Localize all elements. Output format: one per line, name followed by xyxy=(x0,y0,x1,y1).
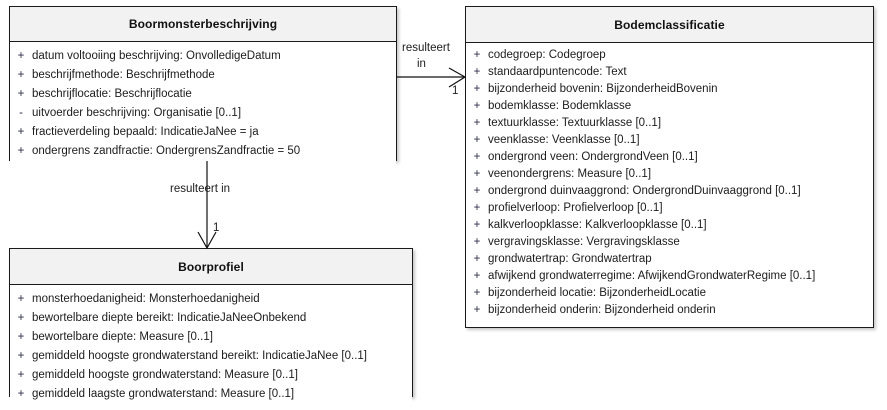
attribute-text: fractieverdeling bepaald: IndicatieJaNee… xyxy=(32,126,259,138)
attribute-row: + datum voltooiing beschrijving: Onvolle… xyxy=(10,47,396,66)
association-multiplicity-right: 1 xyxy=(452,85,459,97)
visibility-marker: + xyxy=(473,287,481,299)
visibility-marker: + xyxy=(473,304,481,316)
attribute-row: + kalkverloopklasse: Kalkverloopklasse [… xyxy=(466,217,873,234)
visibility-marker: + xyxy=(17,350,25,362)
attribute-row: + gemiddeld hoogste grondwaterstand: Mea… xyxy=(10,366,412,385)
attribute-text: bijzonderheid bovenin: BijzonderheidBove… xyxy=(488,83,718,95)
attribute-text: gemiddeld hoogste grondwaterstand bereik… xyxy=(32,350,367,362)
attribute-text: beschrijfmethode: Beschrijfmethode xyxy=(32,69,215,81)
attribute-row: + grondwatertrap: Grondwatertrap xyxy=(466,251,873,268)
visibility-marker: + xyxy=(17,331,25,343)
attribute-row: - uitvoerder beschrijving: Organisatie [… xyxy=(10,104,396,123)
class-title-boormonsterbeschrijving: Boormonsterbeschrijving xyxy=(10,7,396,42)
attribute-text: monsterhoedanigheid: Monsterhoedanigheid xyxy=(32,293,260,305)
class-title-boorprofiel: Boorprofiel xyxy=(10,249,412,285)
attribute-text: datum voltooiing beschrijving: Onvolledi… xyxy=(32,50,281,62)
visibility-marker: + xyxy=(17,388,25,400)
visibility-marker: + xyxy=(17,69,25,81)
class-box-bodemclassificatie[interactable]: Bodemclassificatie + codegroep: Codegroe… xyxy=(465,6,874,328)
visibility-marker: + xyxy=(17,293,25,305)
class-attributes-bodemclassificatie: + codegroep: Codegroep + standaardpunten… xyxy=(466,43,873,325)
visibility-marker: + xyxy=(473,83,481,95)
attribute-text: bodemklasse: Bodemklasse xyxy=(488,100,632,112)
attribute-text: veenklasse: Veenklasse [0..1] xyxy=(488,134,640,146)
visibility-marker: + xyxy=(473,185,481,197)
attribute-text: uitvoerder beschrijving: Organisatie [0.… xyxy=(32,107,242,119)
attribute-row: + profielverloop: Profielverloop [0..1] xyxy=(466,200,873,217)
attribute-text: vergravingsklasse: Vergravingsklasse xyxy=(488,236,680,248)
visibility-marker: + xyxy=(473,236,481,248)
attribute-text: ondergrond veen: OndergrondVeen [0..1] xyxy=(488,151,698,163)
attribute-row: + bodemklasse: Bodemklasse xyxy=(466,98,873,115)
visibility-marker: + xyxy=(473,219,481,231)
attribute-text: profielverloop: Profielverloop [0..1] xyxy=(488,202,663,214)
association-label-down: resulteert in xyxy=(170,183,231,195)
class-box-boorprofiel[interactable]: Boorprofiel + monsterhoedanigheid: Monst… xyxy=(9,248,413,410)
association-label-right-line1: resulteert xyxy=(402,42,450,54)
attribute-row: + vergravingsklasse: Vergravingsklasse xyxy=(466,234,873,251)
visibility-marker: + xyxy=(17,145,25,157)
attribute-row: + afwijkend grondwaterregime: AfwijkendG… xyxy=(466,268,873,285)
attribute-row: + gemiddeld hoogste grondwaterstand bere… xyxy=(10,347,412,366)
association-label-right-line2: in xyxy=(417,58,426,70)
attribute-text: veenondergrens: Measure [0..1] xyxy=(488,168,652,180)
attribute-text: kalkverloopklasse: Kalkverloopklasse [0.… xyxy=(488,219,707,231)
visibility-marker: + xyxy=(473,100,481,112)
visibility-marker: + xyxy=(473,151,481,163)
arrowhead-down-icon xyxy=(197,231,217,250)
attribute-row: + gemiddeld laagste grondwaterstand: Mea… xyxy=(10,385,412,404)
visibility-marker: + xyxy=(17,50,25,62)
attribute-row: + ondergrond veen: OndergrondVeen [0..1] xyxy=(466,149,873,166)
visibility-marker: - xyxy=(19,107,23,119)
attribute-text: grondwatertrap: Grondwatertrap xyxy=(488,253,652,265)
attribute-text: bewortelbare diepte: Measure [0..1] xyxy=(32,331,213,343)
attribute-row: + standaardpuntencode: Text xyxy=(466,64,873,81)
visibility-marker: + xyxy=(473,168,481,180)
attribute-row: + bewortelbare diepte bereikt: Indicatie… xyxy=(10,309,412,328)
visibility-marker: + xyxy=(17,312,25,324)
attribute-row: + bijzonderheid bovenin: BijzonderheidBo… xyxy=(466,81,873,98)
attribute-row: + ondergrens zandfractie: OndergrensZand… xyxy=(10,142,396,161)
attribute-row: + ondergrond duinvaaggrond: OndergrondDu… xyxy=(466,183,873,200)
visibility-marker: + xyxy=(473,66,481,78)
visibility-marker: + xyxy=(17,126,25,138)
attribute-text: standaardpuntencode: Text xyxy=(488,66,627,78)
class-attributes-boorprofiel: + monsterhoedanigheid: Monsterhoedanighe… xyxy=(10,285,412,410)
attribute-text: gemiddeld laagste grondwaterstand: Measu… xyxy=(32,388,295,400)
visibility-marker: + xyxy=(17,369,25,381)
attribute-text: bijzonderheid onderin: Bijzonderheid ond… xyxy=(488,304,716,316)
attribute-row: + monsterhoedanigheid: Monsterhoedanighe… xyxy=(10,290,412,309)
attribute-row: + bijzonderheid locatie: BijzonderheidLo… xyxy=(466,285,873,302)
attribute-row: + codegroep: Codegroep xyxy=(466,47,873,64)
class-box-boormonsterbeschrijving[interactable]: Boormonsterbeschrijving + datum voltooii… xyxy=(9,6,397,167)
visibility-marker: + xyxy=(473,202,481,214)
attribute-row: + textuurklasse: Textuurklasse [0..1] xyxy=(466,115,873,132)
visibility-marker: + xyxy=(473,253,481,265)
attribute-row: + beschrijflocatie: Beschrijflocatie xyxy=(10,85,396,104)
attribute-text: bijzonderheid locatie: BijzonderheidLoca… xyxy=(488,287,707,299)
attribute-text: afwijkend grondwaterregime: AfwijkendGro… xyxy=(488,270,816,282)
attribute-text: textuurklasse: Textuurklasse [0..1] xyxy=(488,117,662,129)
visibility-marker: + xyxy=(473,270,481,282)
attribute-text: gemiddeld hoogste grondwaterstand: Measu… xyxy=(32,369,298,381)
attribute-text: bewortelbare diepte bereikt: IndicatieJa… xyxy=(32,312,307,324)
class-title-bodemclassificatie: Bodemclassificatie xyxy=(466,7,873,43)
attribute-row: + bewortelbare diepte: Measure [0..1] xyxy=(10,328,412,347)
attribute-text: beschrijflocatie: Beschrijflocatie xyxy=(32,88,192,100)
attribute-row: + veenklasse: Veenklasse [0..1] xyxy=(466,132,873,149)
attribute-text: ondergrens zandfractie: OndergrensZandfr… xyxy=(32,145,301,157)
visibility-marker: + xyxy=(473,117,481,129)
class-attributes-boormonsterbeschrijving: + datum voltooiing beschrijving: Onvolle… xyxy=(10,42,396,167)
attribute-row: + beschrijfmethode: Beschrijfmethode xyxy=(10,66,396,85)
attribute-text: codegroep: Codegroep xyxy=(488,49,606,61)
association-multiplicity-down: 1 xyxy=(213,222,220,234)
attribute-text: ondergrond duinvaaggrond: OndergrondDuin… xyxy=(488,185,801,197)
attribute-row: + veenondergrens: Measure [0..1] xyxy=(466,166,873,183)
visibility-marker: + xyxy=(473,49,481,61)
visibility-marker: + xyxy=(17,88,25,100)
visibility-marker: + xyxy=(473,134,481,146)
attribute-row: + fractieverdeling bepaald: IndicatieJaN… xyxy=(10,123,396,142)
attribute-row: + bijzonderheid onderin: Bijzonderheid o… xyxy=(466,302,873,319)
